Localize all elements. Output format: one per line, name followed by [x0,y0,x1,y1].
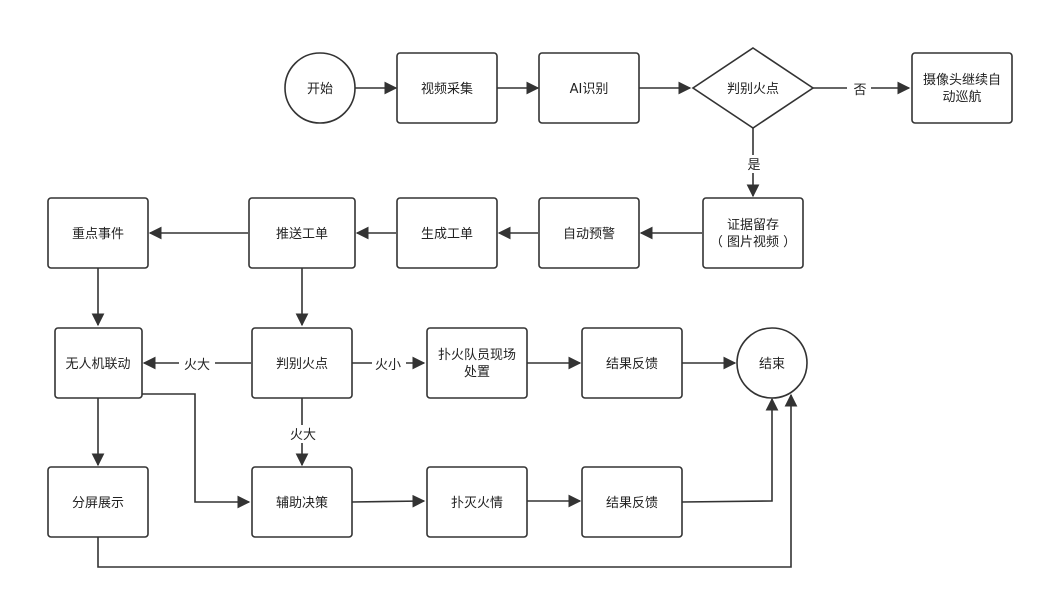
node-ai-recognition-label: AI识别 [570,82,609,97]
node-firefighter-onsite-line2: 处置 [464,365,490,380]
node-camera-cruise: 摄像头继续自 动巡航 [911,52,1013,124]
node-key-event: 重点事件 [47,197,149,269]
node-uav-link: 无人机联动 [54,327,143,399]
edge-labels: 否 是 火大 火小 火大 [179,80,871,443]
node-judge-fire-2-label: 判别火点 [276,357,328,372]
edge-label-fire-big-left: 火大 [184,358,210,373]
node-generate-order: 生成工单 [396,197,498,269]
node-split-screen: 分屏展示 [47,466,149,538]
node-end-label: 结束 [759,357,785,372]
node-evidence: 证据留存 （ 图片视频 ） [702,197,804,269]
node-camera-cruise-line2: 动巡航 [942,89,981,105]
node-start: 开始 [284,52,356,124]
node-result-feedback-2-label: 结果反馈 [606,496,658,511]
node-judge-fire-2: 判别火点 [251,327,353,399]
node-camera-cruise-line1: 摄像头继续自 [923,73,1001,88]
edge-assist-extinguish [351,494,426,508]
node-generate-order-label: 生成工单 [421,227,473,242]
node-push-order-label: 推送工单 [276,227,328,242]
node-video-capture-label: 视频采集 [421,81,473,97]
nodes: 开始 视频采集 AI识别 判别火点 摄像头继续自 动巡航 证据留存 （ 图片视频… [47,47,1013,538]
node-extinguish-fire-label: 扑灭火情 [451,496,503,511]
edge-label-no: 否 [853,83,866,98]
node-video-capture: 视频采集 [396,52,498,124]
node-extinguish-fire: 扑灭火情 [426,466,528,538]
node-assist-decision-label: 辅助决策 [276,495,328,511]
node-uav-link-label: 无人机联动 [65,357,130,372]
node-auto-warning-label: 自动预警 [563,226,615,242]
edge-fb2-end [681,397,779,503]
edge-label-fire-small: 火小 [375,358,401,373]
node-end: 结束 [736,327,808,399]
node-ai-recognition: AI识别 [538,52,640,124]
node-evidence-line2: （ 图片视频 ） [710,235,796,250]
node-firefighter-onsite-line1: 扑火队员现场 [438,348,516,363]
edge-split-end [97,393,798,568]
node-judge-fire-1: 判别火点 [691,47,815,129]
edge-label-fire-big-down: 火大 [290,428,316,443]
node-firefighter-onsite: 扑火队员现场 处置 [426,327,528,399]
node-key-event-label: 重点事件 [72,226,124,242]
node-judge-fire-1-label: 判别火点 [727,82,779,97]
edge-uav-assist [142,393,251,509]
edge-label-yes: 是 [747,158,760,173]
node-result-feedback-1: 结果反馈 [581,327,683,399]
node-split-screen-label: 分屏展示 [72,496,124,511]
node-evidence-line1: 证据留存 [727,218,779,233]
node-push-order: 推送工单 [248,197,356,269]
node-assist-decision: 辅助决策 [251,466,353,538]
node-auto-warning: 自动预警 [538,197,640,269]
node-start-label: 开始 [307,82,333,97]
node-result-feedback-2: 结果反馈 [581,466,683,538]
node-result-feedback-1-label: 结果反馈 [606,357,658,372]
